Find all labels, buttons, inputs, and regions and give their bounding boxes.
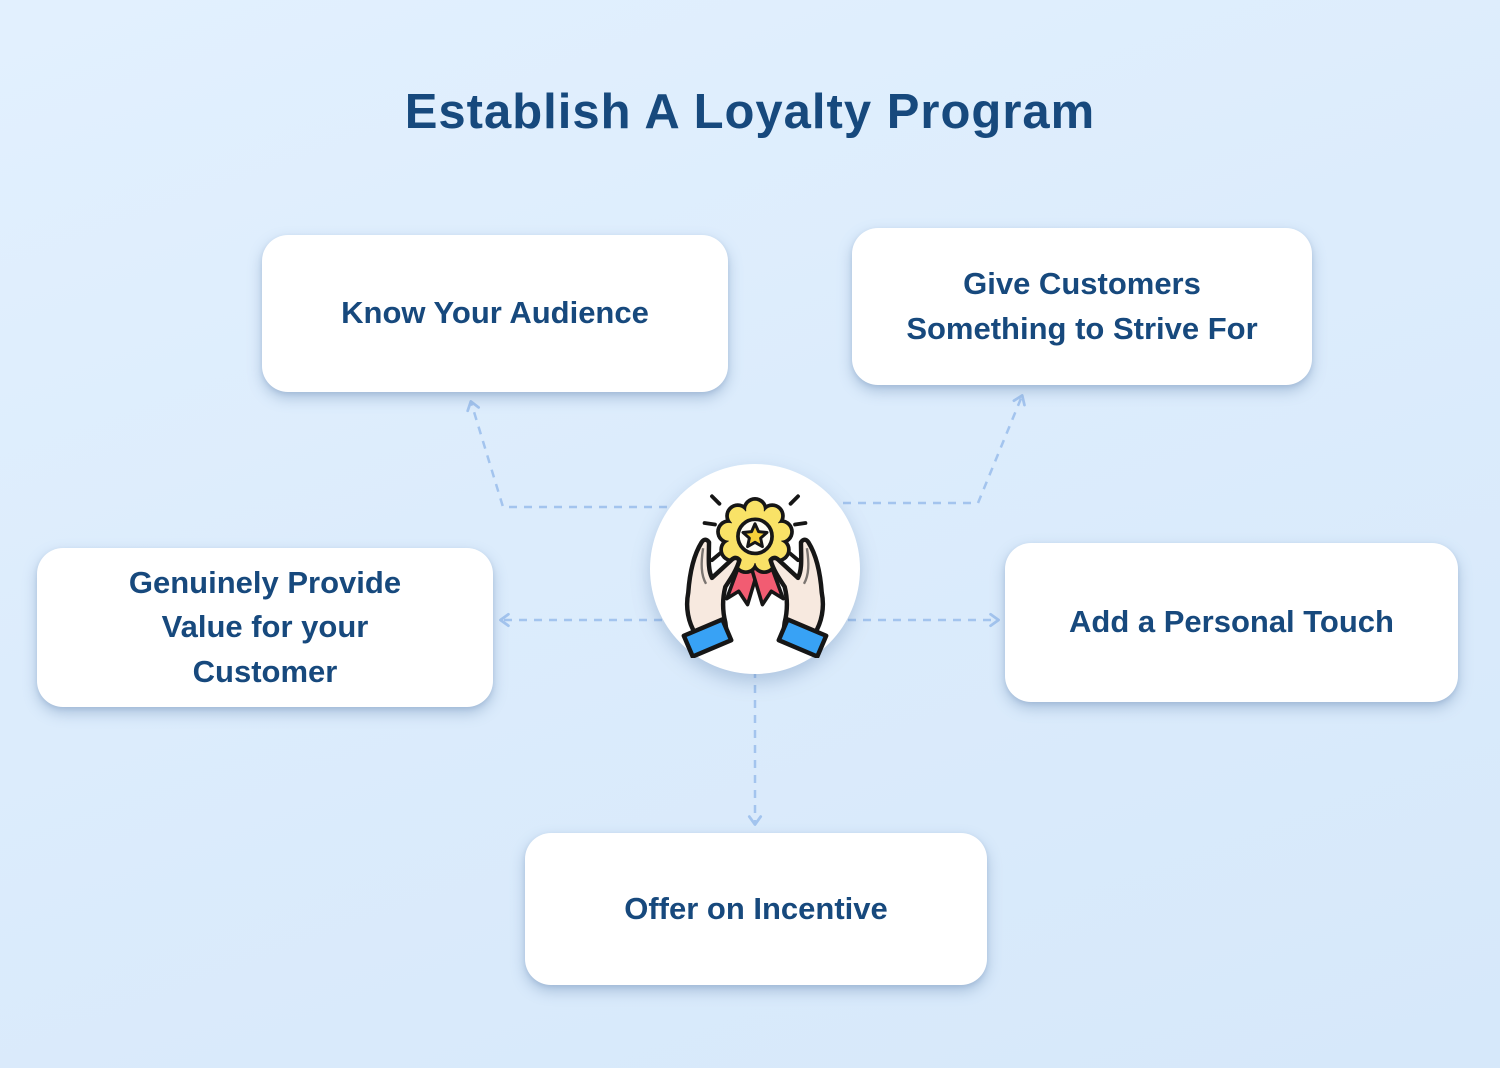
node-label: Offer on Incentive (624, 890, 888, 926)
connector-to-know-your-audience (466, 400, 742, 509)
node-know-your-audience: Know Your Audience (262, 235, 728, 392)
node-genuinely-provide: Genuinely Provide Value for your Custome… (37, 548, 493, 707)
node-add-personal-touch: Add a Personal Touch (1005, 543, 1458, 702)
diagram-title: Establish A Loyalty Program (404, 85, 1096, 139)
node-label: Genuinely Provide Value for your Custome… (128, 565, 402, 689)
center-node (650, 464, 860, 674)
node-label: Add a Personal Touch (1069, 604, 1394, 640)
node-offer-on-incentive: Offer on Incentive (525, 833, 987, 985)
hands-holding-award-badge-icon (681, 494, 844, 658)
node-give-customers: Give Customers Something to Strive For (852, 228, 1312, 385)
node-label: Give Customers Something to Strive For (906, 266, 1258, 346)
node-label: Know Your Audience (341, 295, 649, 331)
connector-to-give-customers (768, 394, 1026, 505)
